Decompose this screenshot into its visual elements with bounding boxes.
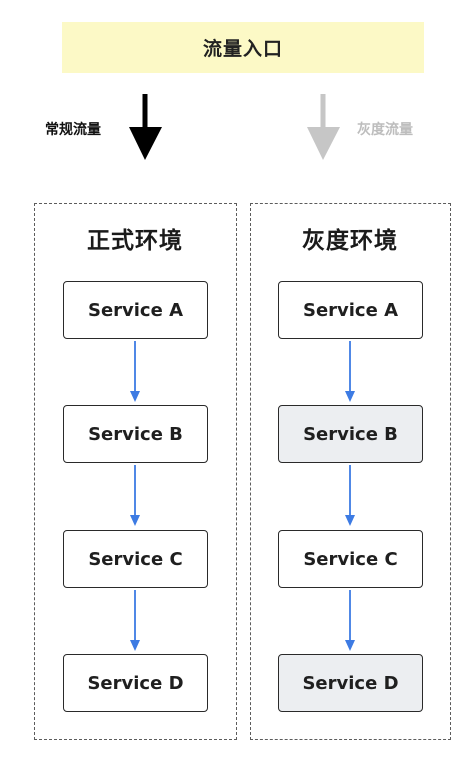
- service-name: Service B: [88, 423, 183, 445]
- gray-service-c: Service C: [278, 530, 423, 588]
- gray-flow-arrow-a-to-b: [345, 341, 355, 402]
- prod-service-d: Service D: [63, 654, 208, 712]
- normal-traffic-arrow-down-icon: [129, 94, 162, 160]
- gray-service-a: Service A: [278, 281, 423, 339]
- production-environment-container: [34, 203, 237, 740]
- prod-flow-arrow-a-to-b: [130, 341, 140, 402]
- service-name: Service D: [302, 672, 399, 694]
- gray-traffic-label: 灰度流量: [357, 122, 413, 138]
- service-name: Service C: [88, 548, 183, 570]
- gray-service-d: Service D: [278, 654, 423, 712]
- prod-service-a: Service A: [63, 281, 208, 339]
- service-name: Service D: [87, 672, 184, 694]
- gray-traffic-arrow-down-icon: [307, 94, 340, 160]
- traffic-entry-banner: 流量入口: [62, 22, 424, 73]
- service-name: Service C: [303, 548, 398, 570]
- service-name: Service A: [302, 299, 399, 321]
- production-environment-title: 正式环境: [87, 228, 183, 254]
- prod-flow-arrow-c-to-d: [130, 590, 140, 651]
- gray-flow-arrow-b-to-c: [345, 465, 355, 526]
- traffic-entry-label: 流量入口: [202, 38, 283, 60]
- gray-environment-title: 灰度环境: [302, 228, 398, 254]
- gray-flow-arrow-c-to-d: [345, 590, 355, 651]
- gray-service-b: Service B: [278, 405, 423, 463]
- service-name: Service A: [87, 299, 184, 321]
- prod-service-c: Service C: [63, 530, 208, 588]
- service-name: Service B: [303, 423, 398, 445]
- prod-service-b: Service B: [63, 405, 208, 463]
- normal-traffic-label: 常规流量: [45, 122, 101, 138]
- prod-flow-arrow-b-to-c: [130, 465, 140, 526]
- gray-environment-container: [250, 203, 451, 740]
